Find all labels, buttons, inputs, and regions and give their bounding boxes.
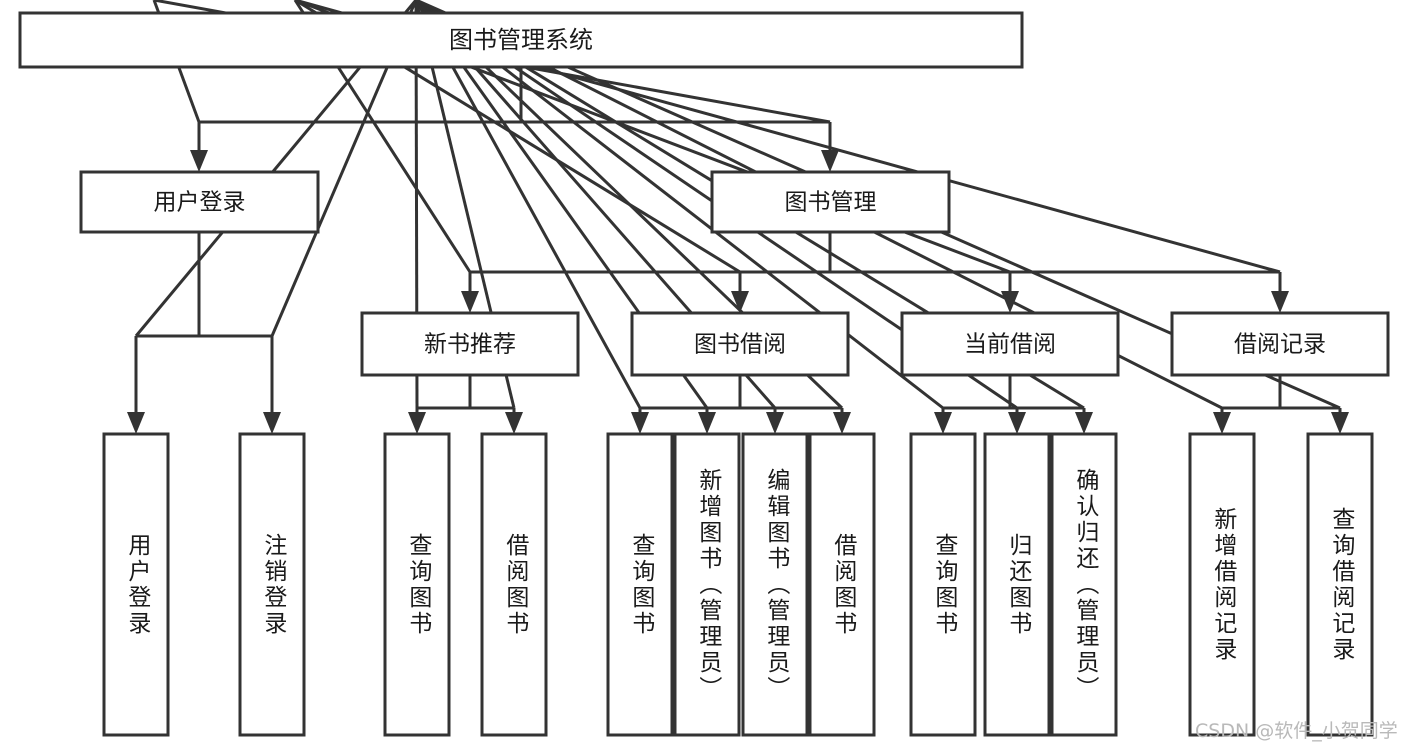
node-leaf-6-rect: [741, 432, 809, 737]
node-leaf-10-rect: [1050, 432, 1118, 737]
level2-drop-0-arrowhead: [461, 291, 479, 313]
level2-drop-1-arrowhead: [731, 291, 749, 313]
node-root-rect: [18, 11, 1024, 69]
node-leaf-8[interactable]: [909, 432, 977, 737]
group-2-drop-2-arrowhead: [1075, 412, 1093, 434]
node-level2-0-rect: [360, 311, 580, 377]
node-level2-1[interactable]: 图书借阅: [630, 311, 850, 377]
node-leaf-8-rect: [909, 432, 977, 737]
node-leaf-9-rect: [983, 432, 1051, 737]
node-level2-3-rect: [1170, 311, 1390, 377]
node-level2-2[interactable]: 当前借阅: [900, 311, 1120, 377]
node-level1-0-label: 用户登录: [154, 190, 246, 216]
group-1-drop-0-arrowhead: [631, 412, 649, 434]
node-level2-1-label: 图书借阅: [694, 332, 786, 358]
group-1-drop-2-arrowhead: [766, 412, 784, 434]
watermark-text: CSDN @软件_小贺同学: [1195, 720, 1398, 742]
group-0-drop-1-arrowhead: [505, 412, 523, 434]
node-leaf-1-rect: [238, 432, 306, 737]
group-2-drop-0-arrowhead: [934, 412, 952, 434]
node-level2-1-rect: [630, 311, 850, 377]
node-leaf-5-rect: [673, 432, 741, 737]
node-level1-0[interactable]: 用户登录: [79, 170, 320, 234]
node-level1-0-rect: [79, 170, 320, 234]
node-leaf-11[interactable]: [1188, 432, 1256, 737]
node-leaf-4[interactable]: [606, 432, 674, 737]
login-drop-0-arrowhead: [127, 412, 145, 434]
node-leaf-7-rect: [808, 432, 876, 737]
node-leaf-4-rect: [606, 432, 674, 737]
group-3-drop-1-arrowhead: [1331, 412, 1349, 434]
level1-drop-1-arrowhead: [821, 150, 839, 172]
node-leaf-3-rect: [480, 432, 548, 737]
node-leaf-7[interactable]: [808, 432, 876, 737]
node-leaf-11-rect: [1188, 432, 1256, 737]
login-drop-1-arrowhead: [263, 412, 281, 434]
node-leaf-3[interactable]: [480, 432, 548, 737]
node-leaf-9[interactable]: [983, 432, 1051, 737]
node-level2-0[interactable]: 新书推荐: [360, 311, 580, 377]
level2-drop-3-arrowhead: [1271, 291, 1289, 313]
level1-drop-0-arrowhead: [190, 150, 208, 172]
group-3-drop-0-arrowhead: [1213, 412, 1231, 434]
group-1-drop-3-arrowhead: [833, 412, 851, 434]
node-leaf-10[interactable]: [1050, 432, 1118, 737]
node-level1-1[interactable]: 图书管理: [710, 170, 951, 234]
node-leaf-2-rect: [383, 432, 451, 737]
group-2-drop-1-arrowhead: [1008, 412, 1026, 434]
node-leaf-2[interactable]: [383, 432, 451, 737]
node-level2-3[interactable]: 借阅记录: [1170, 311, 1390, 377]
node-root-label: 图书管理系统: [449, 26, 593, 54]
node-level1-1-rect: [710, 170, 951, 234]
node-level2-2-rect: [900, 311, 1120, 377]
node-level1-1-label: 图书管理: [785, 190, 877, 216]
node-leaf-0-rect: [102, 432, 170, 737]
group-1-drop-1-arrowhead: [698, 412, 716, 434]
node-leaf-1[interactable]: [238, 432, 306, 737]
node-level2-2-label: 当前借阅: [964, 332, 1056, 358]
node-leaf-0[interactable]: [102, 432, 170, 737]
node-leaf-6[interactable]: [741, 432, 809, 737]
node-leaf-5[interactable]: [673, 432, 741, 737]
node-leaf-12[interactable]: [1306, 432, 1374, 737]
node-level2-0-label: 新书推荐: [424, 332, 516, 358]
group-0-drop-0-arrowhead: [408, 412, 426, 434]
node-root[interactable]: 图书管理系统: [18, 11, 1024, 69]
node-level2-3-label: 借阅记录: [1234, 332, 1326, 358]
node-leaf-12-rect: [1306, 432, 1374, 737]
